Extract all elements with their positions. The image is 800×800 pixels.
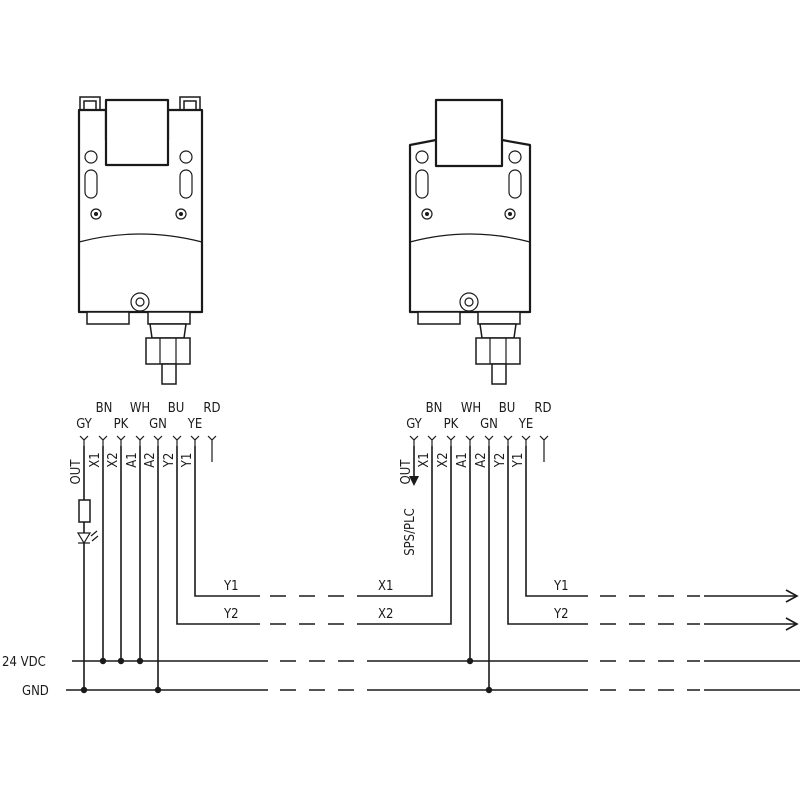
rail-label-24vdc: 24 VDC xyxy=(2,655,46,670)
signal-label-y1: Y1 xyxy=(223,579,239,594)
signal-label-x2: X2 xyxy=(378,607,393,622)
wire-color-label: BU xyxy=(168,401,185,416)
left-terminal-forks xyxy=(79,435,217,462)
wire-color-label: GN xyxy=(480,417,498,432)
wire-color-label: GY xyxy=(406,417,422,432)
terminal-label: Y2 xyxy=(493,453,508,469)
led-icon xyxy=(76,530,99,545)
right-terminal-forks xyxy=(409,435,549,462)
wire-color-label: GY xyxy=(76,417,92,432)
terminal-label: OUT xyxy=(69,459,84,485)
wire-color-label: WH xyxy=(461,401,481,416)
terminal-label: X2 xyxy=(106,452,121,467)
signal-label-x1: X1 xyxy=(378,579,393,594)
signal-label-y2: Y2 xyxy=(553,607,569,622)
wire-color-label: WH xyxy=(130,401,150,416)
terminal-label: Y1 xyxy=(180,453,195,469)
terminal-label: X2 xyxy=(436,452,451,467)
wire-color-label: BU xyxy=(499,401,516,416)
left-wire-color-labels: BN WH BU RD GY PK GN YE xyxy=(76,401,220,432)
terminal-label: X1 xyxy=(88,452,103,467)
wire-color-label: PK xyxy=(444,417,459,432)
wire-color-label: RD xyxy=(534,401,551,416)
plc-label: SPS/PLC xyxy=(403,508,418,556)
terminal-label: X1 xyxy=(417,452,432,467)
arrow-right-icon xyxy=(785,589,799,603)
wire-color-label: GN xyxy=(149,417,167,432)
terminal-label: Y1 xyxy=(511,453,526,469)
power-rails: 24 VDC GND xyxy=(2,655,800,699)
arrow-right-icon xyxy=(785,617,799,631)
right-wires xyxy=(372,446,588,690)
wire-color-label: YE xyxy=(518,417,534,432)
terminal-label: A2 xyxy=(474,452,489,467)
wire-color-label: RD xyxy=(203,401,220,416)
wire-color-label: YE xyxy=(187,417,203,432)
signal-label-y1: Y1 xyxy=(553,579,569,594)
right-terminal-labels: OUT X1 X2 A1 A2 Y2 Y1 SPS/PLC xyxy=(399,452,526,556)
left-wires xyxy=(76,446,260,690)
wire-color-label: BN xyxy=(96,401,113,416)
signal-labels: Y1 Y2 X1 X2 Y1 Y2 xyxy=(223,579,569,622)
right-sensor-device xyxy=(408,98,532,385)
left-sensor-device xyxy=(77,96,204,385)
terminal-label: A1 xyxy=(125,452,140,467)
right-wire-color-labels: BN WH BU RD GY PK GN YE xyxy=(406,401,551,432)
dashed-signal-lines xyxy=(270,589,799,631)
rail-label-gnd: GND xyxy=(22,684,49,699)
terminal-label: A1 xyxy=(455,452,470,467)
wire-color-label: BN xyxy=(426,401,443,416)
terminal-label: Y2 xyxy=(162,453,177,469)
resistor-icon xyxy=(78,499,91,523)
wire-color-label: PK xyxy=(114,417,129,432)
signal-label-y2: Y2 xyxy=(223,607,239,622)
terminal-label: A2 xyxy=(143,452,158,467)
left-terminal-labels: OUT X1 X2 A1 A2 Y2 Y1 xyxy=(69,452,195,484)
arrow-down-icon xyxy=(409,476,419,486)
